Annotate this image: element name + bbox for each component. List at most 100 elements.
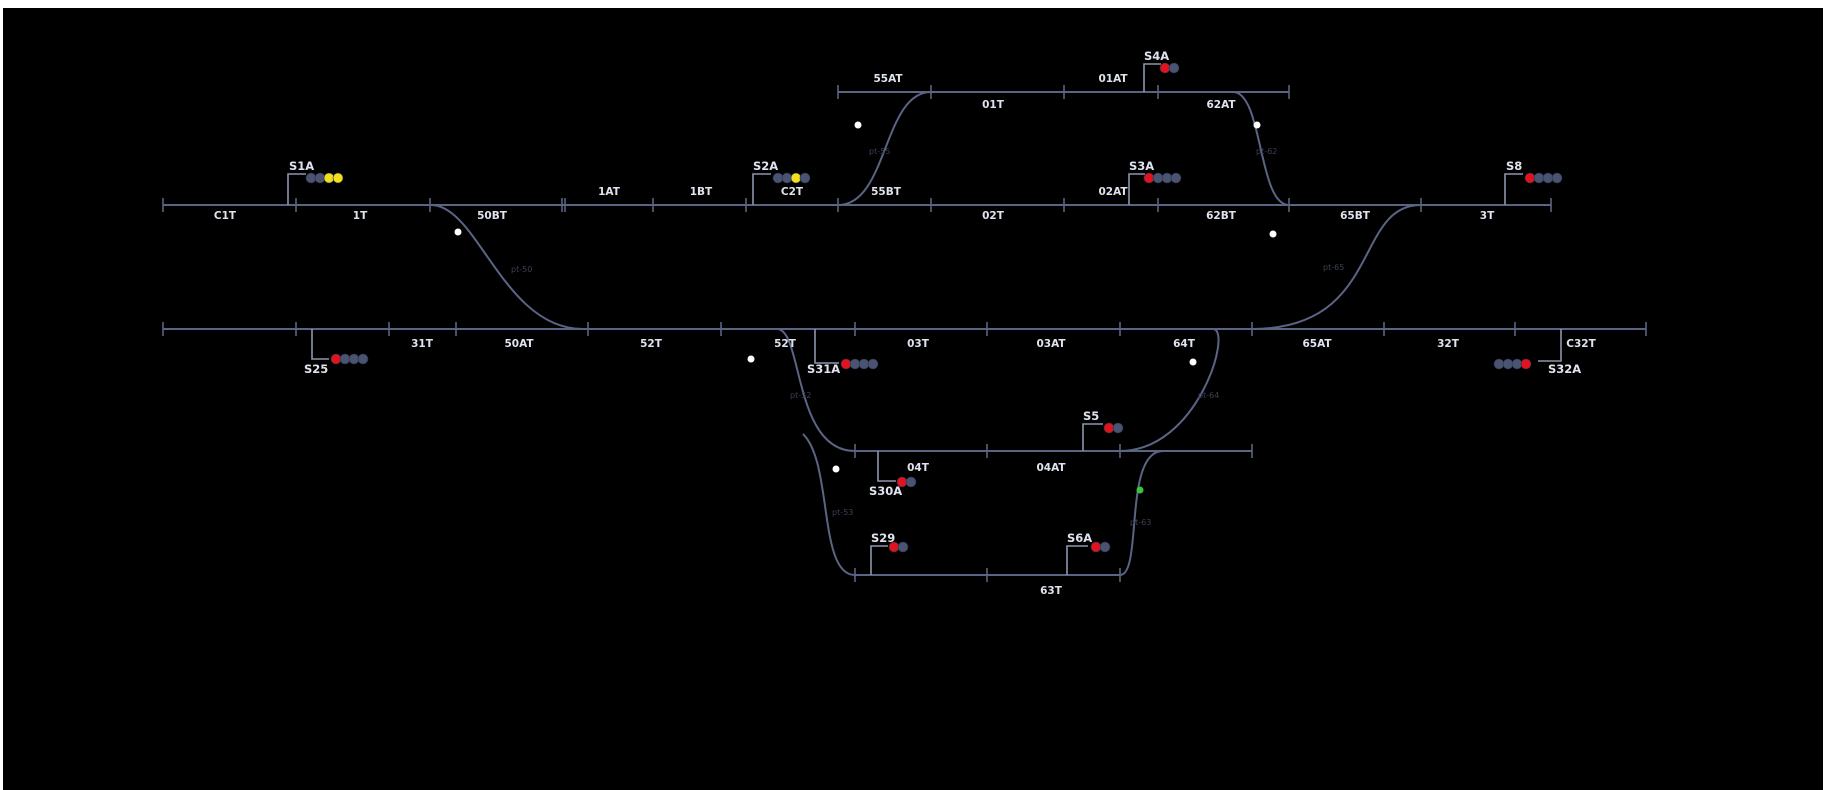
route-indicator (1136, 486, 1144, 494)
signal-lamp-off (772, 172, 784, 184)
track-section-02AT[interactable]: 02AT (1098, 186, 1128, 198)
signal-lamp-off (314, 172, 326, 184)
signal-S5[interactable]: S5 (1082, 409, 1124, 451)
signal-S2A[interactable]: S2A (752, 159, 811, 205)
signal-post (287, 173, 306, 205)
signal-label: S31A (807, 362, 840, 376)
signal-S25[interactable]: S25 (304, 329, 369, 376)
route-indicator (747, 355, 755, 363)
signal-lamp-yellow (323, 172, 335, 184)
signal-post (1504, 173, 1523, 205)
signal-post (752, 173, 771, 205)
signal-lamp-red (840, 358, 852, 370)
track-section-63T[interactable]: 63T (1040, 585, 1063, 597)
point-label[interactable]: pt-63 (1130, 518, 1151, 527)
signal-S31A[interactable]: S31A (807, 329, 879, 376)
crossover-50 (430, 204, 584, 330)
track-section-50AT[interactable]: 50AT (504, 338, 534, 350)
signal-lamp-red (1103, 422, 1115, 434)
track-section-55BT[interactable]: 55BT (871, 186, 902, 198)
signal-label: S29 (871, 531, 895, 545)
signal-label: S32A (1548, 362, 1581, 376)
signal-lamps (1143, 172, 1182, 184)
track-section-C2T[interactable]: C2T (781, 186, 804, 198)
track-section-01T[interactable]: 01T (982, 99, 1005, 111)
signal-S29[interactable]: S29 (870, 531, 909, 575)
signal-lamps (1524, 172, 1563, 184)
track-section-1T[interactable]: 1T (353, 210, 368, 222)
track-section-31T[interactable]: 31T (411, 338, 434, 350)
track-section-62BT[interactable]: 62BT (1206, 210, 1237, 222)
signal-label: S6A (1067, 531, 1092, 545)
signal-lamp-red (1524, 172, 1536, 184)
signal-label: S8 (1506, 159, 1522, 173)
point-label[interactable]: pt-50 (511, 265, 532, 274)
track-section-1BT[interactable]: 1BT (690, 186, 713, 198)
crossover-53 (802, 433, 856, 576)
track-section-52T[interactable]: 52T (640, 338, 663, 350)
signal-lamp-off (1502, 358, 1514, 370)
signal-lamp-off (1170, 172, 1182, 184)
track-section-50BT[interactable]: 50BT (477, 210, 508, 222)
signal-S6A[interactable]: S6A (1066, 531, 1111, 575)
block-joints (162, 85, 1647, 582)
point-label[interactable]: pt-62 (1256, 147, 1277, 156)
track-section-64T[interactable]: 64T (1173, 338, 1196, 350)
signal-S4A[interactable]: S4A (1143, 49, 1180, 92)
signal-lamp-off (1168, 62, 1180, 74)
route-indicator (454, 228, 462, 236)
track-section-02T[interactable]: 02T (982, 210, 1005, 222)
signal-label: S3A (1129, 159, 1154, 173)
track-section-3T[interactable]: 3T (1480, 210, 1495, 222)
signal-lamp-red (1520, 358, 1532, 370)
signal-S32A[interactable]: S32A (1493, 329, 1581, 376)
track-section-01AT[interactable]: 01AT (1098, 73, 1128, 85)
signal-lamp-off (348, 353, 360, 365)
track-section-65AT[interactable]: 65AT (1302, 338, 1332, 350)
signals: S1A S2A S4A S3A S8 S25 (287, 49, 1581, 575)
signal-S30A[interactable]: S30A (869, 451, 917, 498)
signal-lamps (772, 172, 811, 184)
signal-lamp-off (781, 172, 793, 184)
route-indicator (854, 121, 862, 129)
signal-lamp-yellow (332, 172, 344, 184)
track-section-62AT[interactable]: 62AT (1206, 99, 1236, 111)
signal-S3A[interactable]: S3A (1128, 159, 1182, 205)
track-section-1AT[interactable]: 1AT (598, 186, 621, 198)
point-label[interactable]: pt-64 (1198, 391, 1219, 400)
track-section-32T[interactable]: 32T (1437, 338, 1460, 350)
track-section-65BT[interactable]: 65BT (1340, 210, 1371, 222)
track-section-C1T[interactable]: C1T (214, 210, 237, 222)
signal-lamps (305, 172, 344, 184)
signal-S1A[interactable]: S1A (287, 159, 344, 205)
signal-lamps (896, 476, 917, 488)
signal-S8[interactable]: S8 (1504, 159, 1563, 205)
point-labels: pt-50 pt-55 pt-62 pt-65 pt-52 pt-64 pt-5… (511, 147, 1344, 527)
signal-lamp-red (896, 476, 908, 488)
signal-post (1128, 173, 1145, 205)
crossover-55 (837, 91, 932, 206)
point-label[interactable]: pt-55 (869, 147, 890, 156)
track-section-04AT[interactable]: 04AT (1036, 462, 1066, 474)
track-section-04T[interactable]: 04T (907, 462, 930, 474)
point-label[interactable]: pt-53 (832, 508, 853, 517)
point-label[interactable]: pt-52 (790, 391, 811, 400)
track-section-C32T[interactable]: C32T (1566, 338, 1596, 350)
signal-lamp-red (1159, 62, 1171, 74)
track-section-03T[interactable]: 03T (907, 338, 930, 350)
track-section-52T[interactable]: 52T (774, 338, 797, 350)
track-lines (163, 91, 1646, 576)
signal-lamp-red (330, 353, 342, 365)
signal-lamp-off (339, 353, 351, 365)
route-indicator (1189, 358, 1197, 366)
signal-lamp-off (1112, 422, 1124, 434)
point-label[interactable]: pt-65 (1323, 263, 1344, 272)
track-section-03AT[interactable]: 03AT (1036, 338, 1066, 350)
signal-lamp-off (1511, 358, 1523, 370)
signal-lamp-off (799, 172, 811, 184)
signal-label: S30A (869, 484, 902, 498)
signal-lamp-off (897, 541, 909, 553)
signal-lamp-off (1161, 172, 1173, 184)
signal-label: S25 (304, 362, 328, 376)
track-section-55AT[interactable]: 55AT (873, 73, 903, 85)
